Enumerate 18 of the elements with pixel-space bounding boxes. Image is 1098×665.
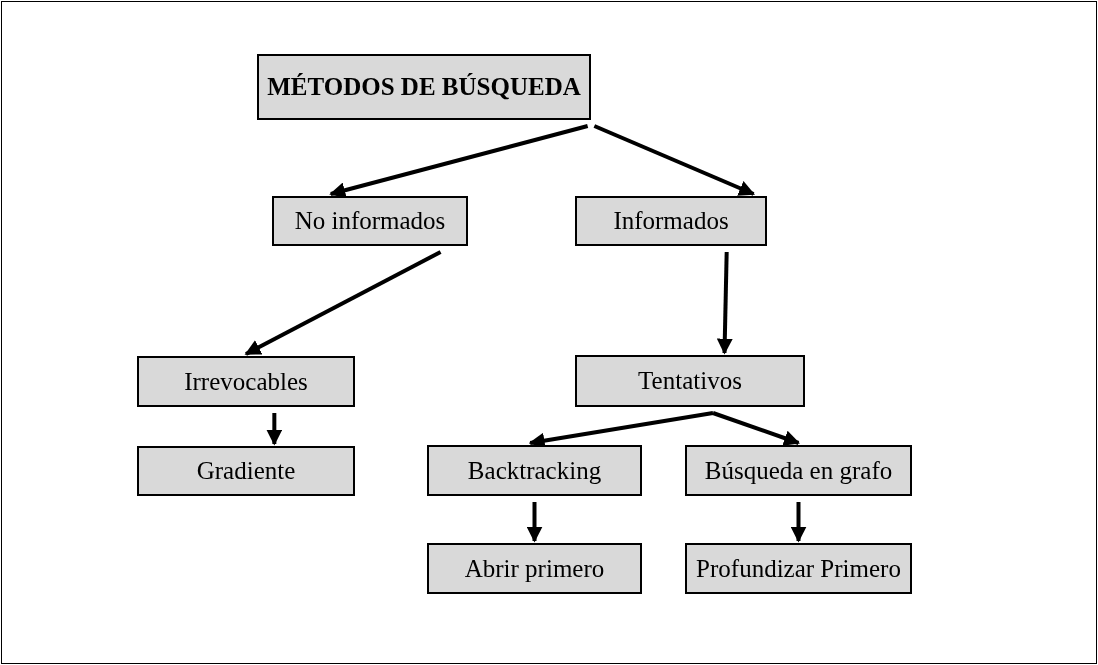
arrow [266,413,283,446]
category-box: No informados [272,196,468,246]
arrow [593,124,756,196]
category-box: Búsqueda en grafo [685,445,912,496]
arrow [526,502,543,543]
arrow [790,502,807,543]
category-box: Irrevocables [137,356,355,407]
arrow [329,124,589,199]
arrow [716,251,733,355]
arrow [712,411,800,446]
category-box: Abrir primero [427,543,642,594]
category-box: Gradiente [137,446,355,496]
arrow [244,250,442,356]
category-box: Informados [575,196,767,246]
category-box: Profundizar Primero [685,543,912,594]
title-box: MÉTODOS DE BÚSQUEDA [257,54,591,120]
category-box: Tentativos [575,355,805,407]
category-box: Backtracking [427,445,642,496]
